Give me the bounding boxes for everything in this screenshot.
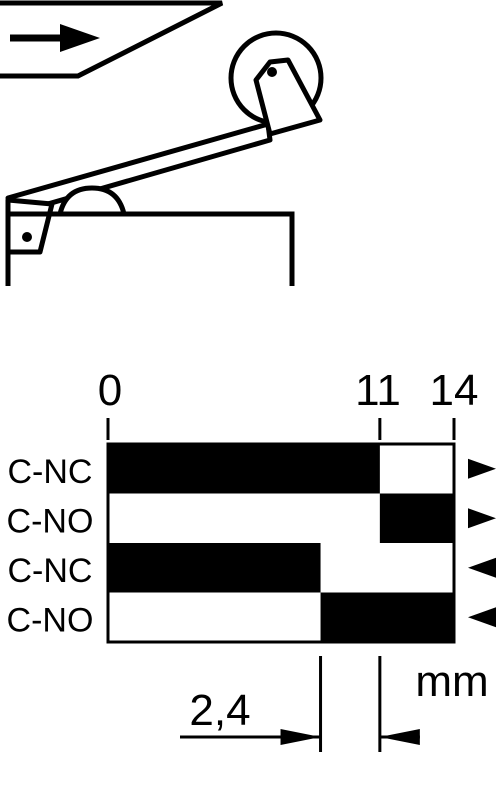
travel-diagram: 0 11 14 C-NC C-NO C-NC C-NO mm 2,4	[7, 366, 496, 752]
hysteresis-dimension	[180, 656, 420, 752]
contact-closed-segment	[320, 592, 454, 642]
unit-label: mm	[415, 657, 488, 706]
contact-closed-segment	[379, 493, 454, 543]
right-triangle-icon	[468, 508, 496, 529]
plunger	[57, 185, 127, 215]
contact-row: C-NO	[7, 592, 496, 642]
switch-drawing	[0, 0, 324, 286]
right-triangle-icon	[468, 458, 496, 479]
scale-tick-11: 11	[355, 366, 401, 415]
left-triangle-icon	[468, 557, 496, 578]
scale-tick-0: 0	[98, 366, 122, 415]
contact-row-label: C-NC	[8, 552, 93, 590]
roller-pivot	[267, 67, 277, 77]
contact-rows: C-NC C-NO C-NC C-NO	[7, 442, 496, 644]
contact-closed-segment	[108, 444, 380, 494]
contact-closed-segment	[108, 543, 321, 593]
left-triangle-icon	[468, 607, 496, 628]
contact-row: C-NO	[7, 493, 496, 543]
contact-table-frame	[106, 442, 456, 644]
contact-row-label: C-NO	[7, 601, 94, 639]
contact-row: C-NC	[8, 543, 496, 593]
lever-pivot-pin	[22, 232, 32, 242]
actuating-cam	[0, 0, 224, 79]
roller-bracket	[253, 57, 323, 137]
right-arrow-icon	[280, 729, 321, 745]
contact-row: C-NC	[8, 444, 496, 494]
right-arrow-icon	[10, 24, 100, 52]
contact-row-label: C-NC	[8, 453, 93, 491]
scale-tick-marks	[106, 418, 456, 440]
left-arrow-icon	[379, 729, 420, 745]
lever-pivot	[5, 197, 55, 255]
contact-row-label: C-NO	[7, 502, 94, 540]
hysteresis-label: 2,4	[189, 686, 250, 735]
scale-tick-14: 14	[430, 366, 479, 415]
switch-body	[5, 211, 295, 286]
lever-arm	[5, 121, 273, 215]
